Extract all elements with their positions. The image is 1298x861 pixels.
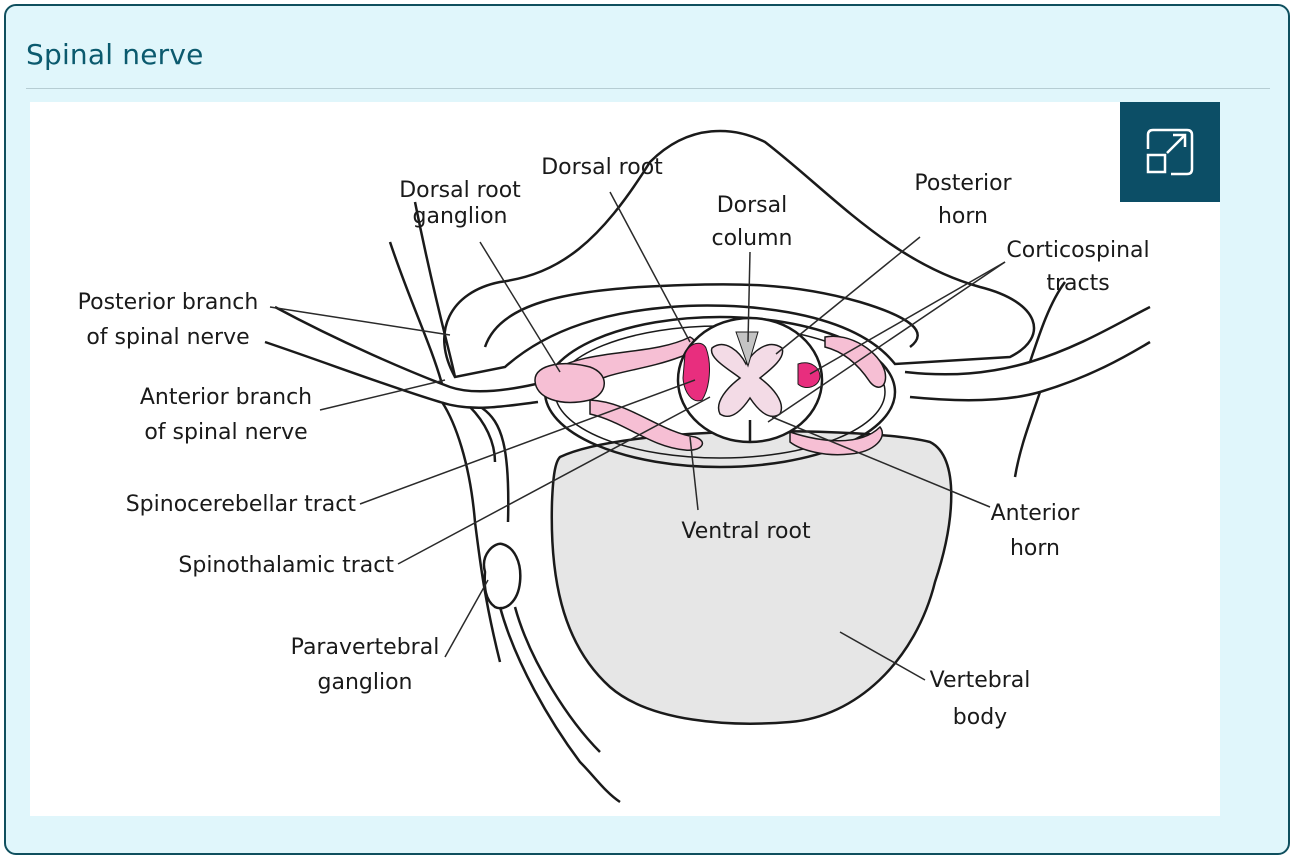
right-nerve-upper — [904, 305, 1151, 376]
dorsal-column-wedge — [735, 331, 759, 368]
expand-icon — [1146, 128, 1194, 176]
sympathetic-chain — [498, 606, 621, 804]
label-ventral-root: Ventral root — [681, 519, 811, 544]
paravertebral-ganglion-shape — [482, 542, 522, 610]
leader-corticospinal-b — [767, 261, 1006, 423]
leader-dorsal-column — [747, 251, 751, 343]
title-divider — [26, 88, 1270, 89]
leader-dorsal-root — [609, 191, 691, 343]
label-spinothalamic-tract: Spinothalamic tract — [178, 553, 394, 578]
right-nerve-branches — [1013, 281, 1067, 478]
vertebral-body — [550, 429, 953, 725]
leader-paravertebral — [444, 579, 489, 658]
dorsal-root-ganglion-shape — [534, 362, 605, 404]
rami-communicantes — [469, 406, 510, 523]
ventral-root-right — [789, 425, 883, 456]
leader-vertebral-body — [839, 631, 926, 681]
label-dorsal-root: Dorsal root — [541, 155, 663, 180]
spinal-nerve-upper — [274, 305, 537, 393]
spinal-nerve-lower — [264, 340, 539, 409]
dorsal-root-right — [824, 335, 887, 388]
corticospinal-tract-shape — [797, 362, 821, 388]
leader-dorsal-root-ganglion — [479, 241, 561, 373]
panel-title: Spinal nerve — [26, 38, 204, 71]
leader-posterior-horn — [775, 236, 921, 355]
leader-corticospinal-a — [809, 261, 1006, 375]
spinocerebellar-tract-shape — [682, 342, 710, 402]
right-nerve-lower — [909, 340, 1151, 402]
ventral-root-left — [589, 399, 704, 451]
leader-posterior-branch — [269, 306, 451, 336]
posterior-branch-nerve — [388, 201, 457, 385]
leader-ventral-root — [689, 436, 699, 511]
leader-spinothalamic — [397, 396, 711, 565]
leader-spinocerebellar — [359, 379, 696, 505]
expand-button[interactable] — [1120, 102, 1220, 202]
spinal-nerve-panel: Spinal nerve — [4, 4, 1290, 855]
vertebral-arch-outer — [443, 129, 1036, 379]
leader-anterior-horn — [771, 416, 991, 508]
label-spinocerebellar-tract: Spinocerebellar tract — [126, 492, 357, 517]
leader-anterior-branch — [319, 379, 446, 411]
